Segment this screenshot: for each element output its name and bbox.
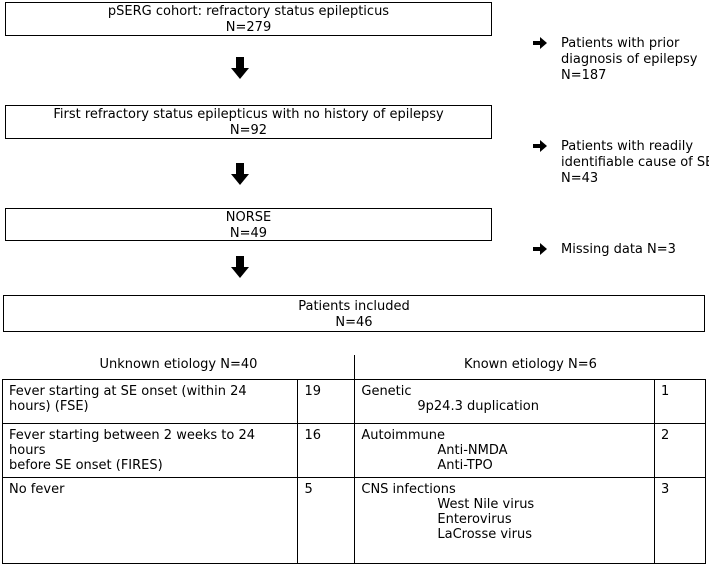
unknown-count: 19 xyxy=(297,378,356,424)
box-cohort-title: pSERG cohort: refractory status epilepti… xyxy=(107,4,390,19)
unknown-label: Fever starting at SE onset (within 24 ho… xyxy=(9,383,247,414)
known-category: CNS infections xyxy=(361,481,456,497)
unknown-count: 5 xyxy=(297,476,356,564)
exclusion-missing-data: Missing data N=3 xyxy=(533,242,708,260)
exclusion-line: diagnosis of epilepsy xyxy=(561,52,698,67)
box-norse-count: N=49 xyxy=(229,226,268,241)
box-norse-title: NORSE xyxy=(225,210,272,225)
right-arrow-icon xyxy=(533,243,547,255)
unknown-label: No fever xyxy=(9,481,65,497)
exclusion-line: identifiable cause of SE xyxy=(561,155,709,170)
unknown-label: before SE onset (FIRES) xyxy=(9,457,163,473)
unknown-count: 16 xyxy=(297,422,356,478)
exclusion-prior-epilepsy: Patients with prior diagnosis of epileps… xyxy=(533,36,708,86)
known-item: 9p24.3 duplication xyxy=(417,398,539,414)
known-item: Anti-TPO xyxy=(437,457,493,473)
known-count: 2 xyxy=(654,422,706,478)
known-item: LaCrosse virus xyxy=(437,526,533,542)
known-category-cell: CNS infections West Nile virus Enterovir… xyxy=(354,476,656,564)
right-arrow-icon xyxy=(533,140,547,152)
box-cohort: pSERG cohort: refractory status epilepti… xyxy=(5,2,492,36)
box-cohort-count: N=279 xyxy=(225,20,272,35)
known-count: 1 xyxy=(654,378,706,424)
box-norse: NORSE N=49 xyxy=(5,208,492,241)
unknown-label-cell: Fever starting at SE onset (within 24 ho… xyxy=(1,378,299,424)
box-first-rse: First refractory status epilepticus with… xyxy=(5,105,492,139)
known-category-cell: Genetic 9p24.3 duplication xyxy=(354,378,656,424)
unknown-etiology-header: Unknown etiology N=40 xyxy=(99,357,258,372)
exclusion-line: N=43 xyxy=(561,171,599,186)
exclusion-line: Patients with prior xyxy=(561,36,680,51)
unknown-label: Fever starting between 2 weeks to 24 hou… xyxy=(9,427,255,458)
down-arrow-icon xyxy=(231,163,249,185)
known-category-cell: Autoimmune Anti-NMDA Anti-TPO xyxy=(354,422,656,478)
etiology-table: Unknown etiology N=40 Known etiology N=6… xyxy=(1,355,706,564)
exclusion-line: N=187 xyxy=(561,68,607,83)
exclusion-line: Missing data N=3 xyxy=(561,242,676,257)
box-included: Patients included N=46 xyxy=(3,295,705,332)
box-first-rse-count: N=92 xyxy=(229,123,268,138)
known-item: Anti-NMDA xyxy=(437,442,508,458)
known-category: Autoimmune xyxy=(361,427,445,443)
exclusion-identifiable-cause: Patients with readily identifiable cause… xyxy=(533,139,709,189)
box-first-rse-title: First refractory status epilepticus with… xyxy=(53,107,444,122)
unknown-label-cell: Fever starting between 2 weeks to 24 hou… xyxy=(1,422,299,478)
box-included-title: Patients included xyxy=(298,299,410,314)
box-included-count: N=46 xyxy=(335,315,373,330)
known-item: Enterovirus xyxy=(437,511,512,527)
right-arrow-icon xyxy=(533,37,547,49)
unknown-label-cell: No fever xyxy=(1,476,299,564)
exclusion-line: Patients with readily xyxy=(561,139,694,154)
known-item: West Nile virus xyxy=(437,496,535,512)
known-etiology-header: Known etiology N=6 xyxy=(354,355,706,379)
down-arrow-icon xyxy=(231,57,249,79)
down-arrow-icon xyxy=(231,256,249,278)
known-category: Genetic xyxy=(361,383,412,399)
known-count: 3 xyxy=(654,476,706,564)
